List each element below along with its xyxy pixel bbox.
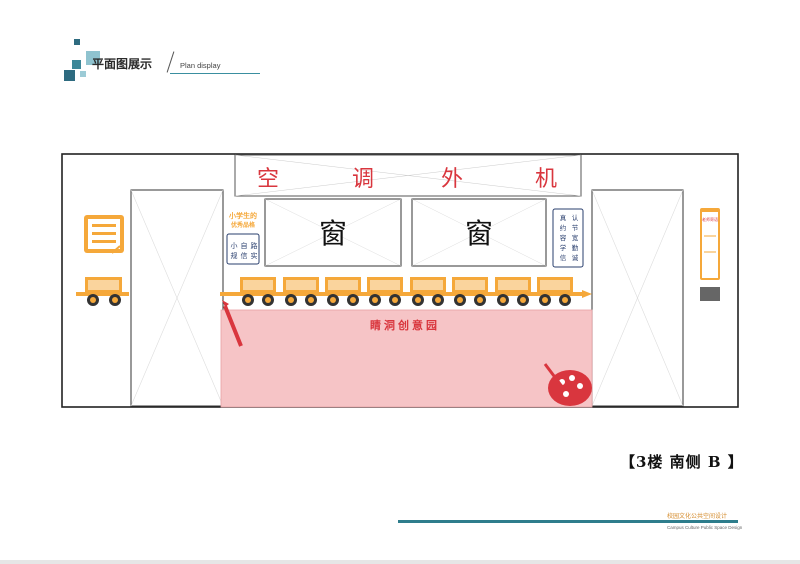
creative-zone-label: 睛洞创意园 xyxy=(370,318,440,332)
train-car xyxy=(325,277,361,306)
right-teacher-panel: 老师寄语 xyxy=(700,208,720,301)
train-car xyxy=(537,277,573,306)
left-train xyxy=(76,277,129,306)
page-subtitle: Plan display xyxy=(180,61,221,70)
left-board-char: 自 xyxy=(241,241,248,250)
left-board-char: 信 xyxy=(241,251,248,260)
ac-char-1: 空 xyxy=(257,167,279,192)
left-board-char: 小 xyxy=(231,241,238,250)
right-board-char: 学 xyxy=(560,243,567,252)
left-board-subtitle: 优秀品格 xyxy=(231,221,256,229)
right-board-char: 真 xyxy=(560,213,567,222)
logo-square-5 xyxy=(80,71,86,77)
window-label-left: 窗 xyxy=(319,217,347,250)
right-panel-title: 老师寄语 xyxy=(702,216,718,222)
page-title: 平面图展示 xyxy=(92,57,153,71)
footer-title-zh: 校园文化公共空间设计 xyxy=(667,513,728,520)
footer-divider xyxy=(398,520,738,523)
right-board-char: 宽 xyxy=(572,233,579,242)
logo-square-4 xyxy=(64,70,75,81)
left-board-char: 实 xyxy=(251,251,258,260)
train-car xyxy=(240,277,276,306)
train-car xyxy=(410,277,446,306)
right-board-char: 信 xyxy=(560,253,567,262)
right-board-char: 节 xyxy=(572,224,579,232)
train-car xyxy=(495,277,531,306)
pencil-icon xyxy=(222,300,243,347)
right-board-char: 容 xyxy=(560,233,567,242)
train-car xyxy=(283,277,319,306)
logo-square-3 xyxy=(72,60,81,69)
left-board-title: 小学生的 xyxy=(228,211,257,220)
palette-icon xyxy=(543,363,592,406)
right-board-char: 认 xyxy=(572,213,579,222)
right-board-char: 勤 xyxy=(572,243,579,252)
train-car xyxy=(452,277,488,306)
footer-title-en: Campus Culture Public Space Design xyxy=(667,525,743,530)
plan-caption: 【3楼 南侧 B 】 xyxy=(620,453,744,471)
left-board-chars: 小自路规信实 xyxy=(231,241,258,260)
left-board-char: 路 xyxy=(251,241,258,250)
ac-char-4: 机 xyxy=(535,167,557,192)
ac-char-2: 调 xyxy=(352,167,374,192)
left-board-frame xyxy=(226,233,260,265)
window-label-right: 窗 xyxy=(465,217,493,250)
right-board-char: 诚 xyxy=(572,253,579,262)
left-board-char: 规 xyxy=(231,251,238,260)
logo-square-1 xyxy=(74,39,80,45)
right-board-char: 约 xyxy=(560,223,567,232)
right-board-frame xyxy=(552,208,584,268)
ac-char-3: 外 xyxy=(441,167,463,192)
logo-square-2 xyxy=(86,51,100,65)
train-car xyxy=(367,277,403,306)
title-underline xyxy=(170,73,260,74)
bottom-rule xyxy=(0,560,800,564)
left-orange-board xyxy=(84,215,124,254)
creative-zone xyxy=(220,309,593,408)
